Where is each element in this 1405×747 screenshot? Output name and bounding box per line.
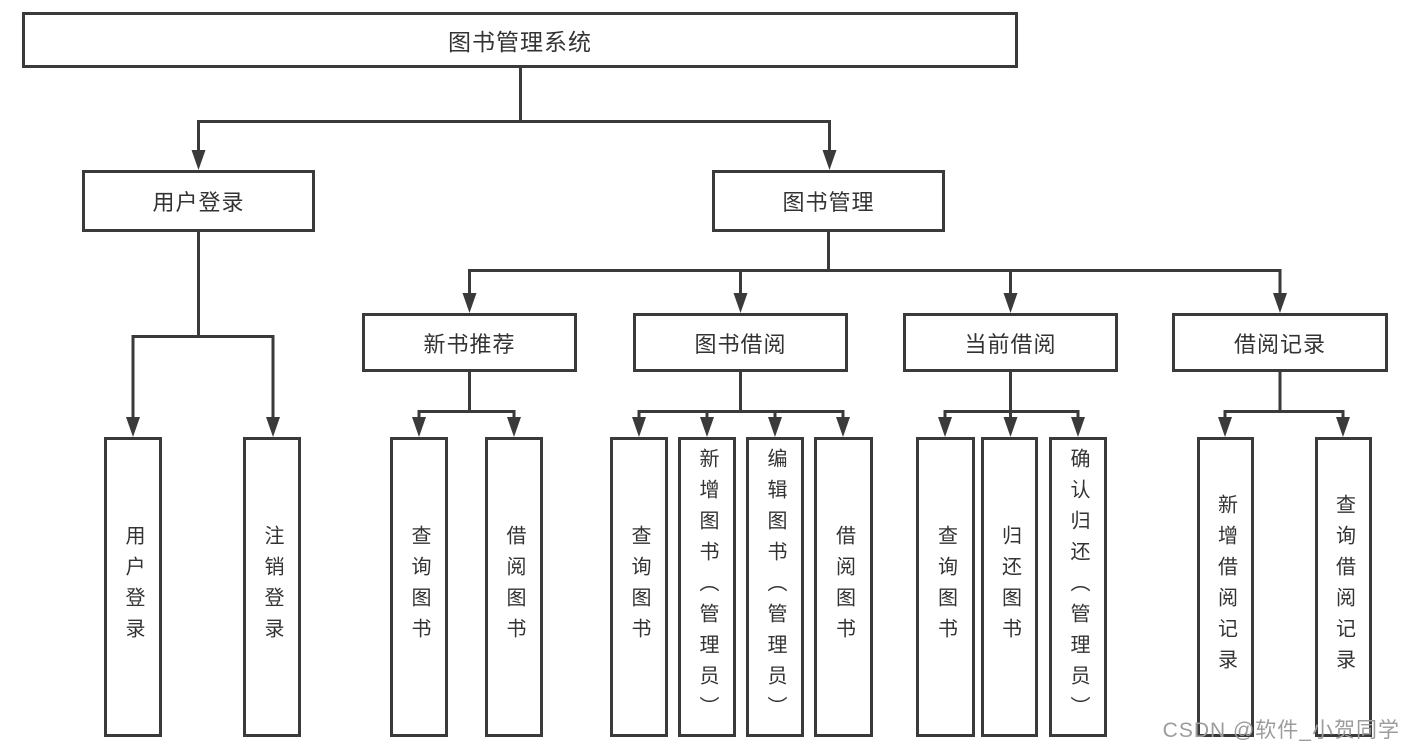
leaf-edit-books-admin: 编辑图书（管理员） <box>746 437 804 737</box>
node-book-management-label: 图书管理 <box>782 190 875 215</box>
leaf-query-books-under-current: 查询图书 <box>916 437 975 737</box>
leaf-return-books: 归还图书 <box>981 437 1038 737</box>
leaf-query-books-label: 查询图书 <box>934 525 957 649</box>
edges-book-borrow-to-leaves <box>632 372 850 437</box>
node-new-book-recommendation-label: 新书推荐 <box>423 331 516 357</box>
leaf-user-login: 用户登录 <box>104 437 162 737</box>
leaf-query-books-label: 查询图书 <box>628 525 650 649</box>
leaf-confirm-return-admin: 确认归还（管理员） <box>1049 437 1107 737</box>
leaf-borrow-books-label: 借阅图书 <box>832 525 855 649</box>
node-root-label: 图书管理系统 <box>448 29 592 55</box>
node-borrowing-records-label: 借阅记录 <box>1233 331 1326 357</box>
leaf-return-books-label: 归还图书 <box>998 525 1021 649</box>
leaf-add-borrowing-record-label: 新增借阅记录 <box>1214 494 1237 680</box>
node-root-system: 图书管理系统 <box>22 12 1018 68</box>
node-book-management: 图书管理 <box>712 170 945 232</box>
edges-root-to-level2 <box>191 68 837 170</box>
leaf-query-books-under-borrowing: 查询图书 <box>610 437 668 737</box>
leaf-borrow-books-under-borrowing: 借阅图书 <box>814 437 873 737</box>
edges-user-login-to-leaves <box>126 232 280 437</box>
leaf-logout: 注销登录 <box>243 437 301 737</box>
leaf-borrow-books-label: 借阅图书 <box>503 525 525 649</box>
leaf-query-books-label: 查询图书 <box>408 525 430 649</box>
csdn-watermark: CSDN @软件_小贺同学 <box>1162 719 1400 742</box>
leaf-query-borrowing-record-label: 查询借阅记录 <box>1332 494 1355 680</box>
edges-current-borrow-to-leaves <box>938 372 1085 437</box>
edges-book-mgmt-to-level3 <box>462 232 1287 313</box>
node-book-borrowing: 图书借阅 <box>633 313 848 372</box>
node-current-borrowing: 当前借阅 <box>903 313 1118 372</box>
leaf-add-borrowing-record: 新增借阅记录 <box>1197 437 1254 737</box>
edges-borrow-records-to-leaves <box>1218 372 1350 437</box>
leaf-confirm-return-admin-label: 确认归还（管理员） <box>1067 447 1089 727</box>
leaf-user-login-label: 用户登录 <box>122 525 144 649</box>
node-new-book-recommendation: 新书推荐 <box>362 313 577 372</box>
node-book-borrowing-label: 图书借阅 <box>694 331 787 357</box>
leaf-query-borrowing-record: 查询借阅记录 <box>1315 437 1372 737</box>
node-user-login-label: 用户登录 <box>152 190 245 215</box>
leaf-query-books-under-recommendation: 查询图书 <box>390 437 448 737</box>
leaf-logout-label: 注销登录 <box>261 525 283 649</box>
leaf-borrow-books-under-recommendation: 借阅图书 <box>485 437 543 737</box>
node-user-login: 用户登录 <box>82 170 315 232</box>
leaf-add-books-admin: 新增图书（管理员） <box>678 437 736 737</box>
leaf-edit-books-admin-label: 编辑图书（管理员） <box>764 447 786 727</box>
edges-new-book-rec-to-leaves <box>412 372 521 437</box>
node-borrowing-records: 借阅记录 <box>1172 313 1388 372</box>
leaf-add-books-admin-label: 新增图书（管理员） <box>696 447 718 727</box>
node-current-borrowing-label: 当前借阅 <box>964 331 1057 357</box>
